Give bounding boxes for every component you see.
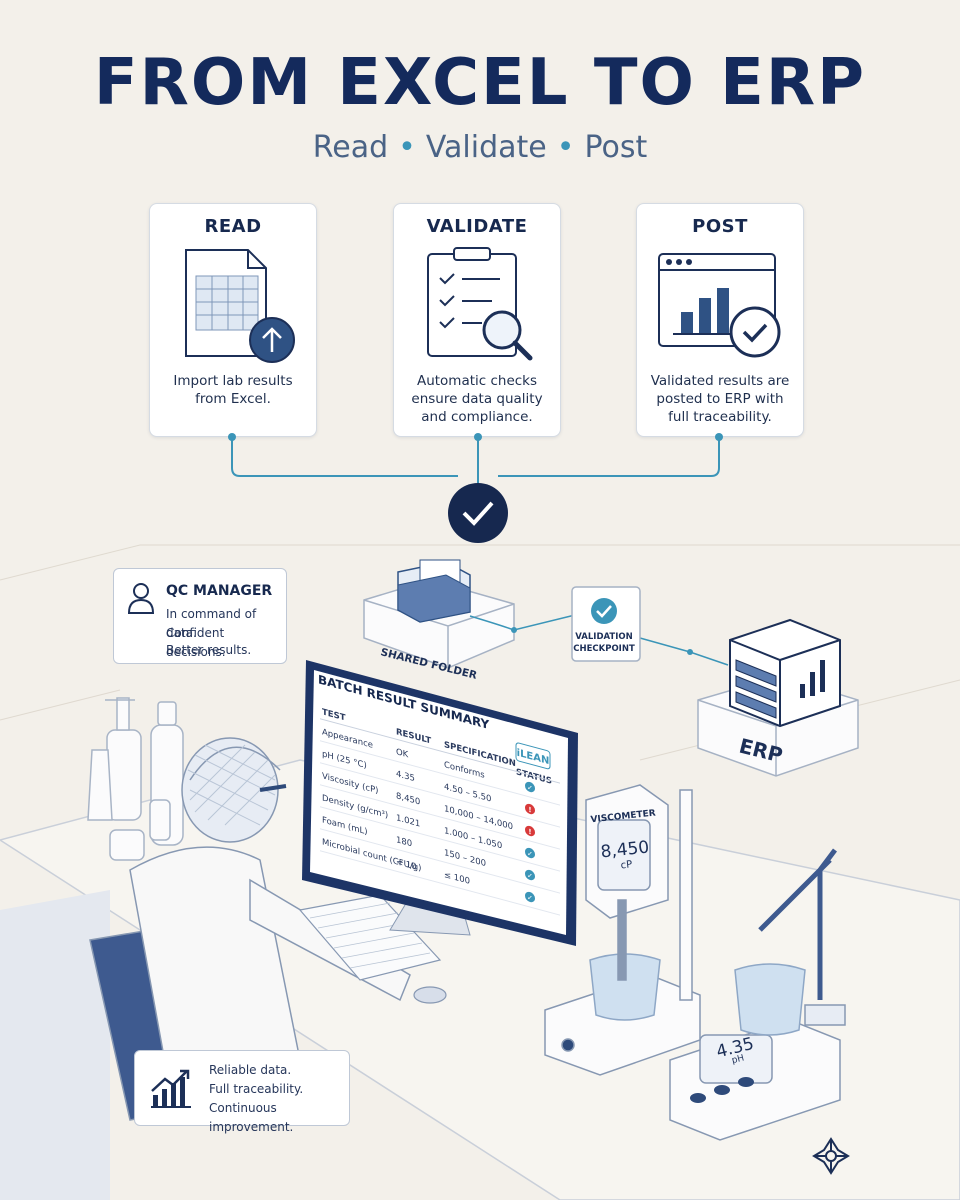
card-validate: VALIDATE Automatic checks ensure data qu… <box>393 203 561 437</box>
row-divider <box>320 850 560 916</box>
company-logo-icon <box>812 1137 850 1175</box>
cell-result: OK <box>396 747 409 760</box>
page-subtitle: Read • Validate • Post <box>0 130 960 165</box>
subtitle-step-read: Read <box>312 130 389 165</box>
data-flow-illustration: SHARED FOLDER VALIDATION CHECKPOINT ERP <box>363 559 859 777</box>
status-symbol: ✓ <box>527 848 533 858</box>
card-post-description: Validated results are posted to ERP with… <box>650 373 790 425</box>
qc-manager-panel: QC MANAGER In command of data. Confident… <box>113 568 287 664</box>
spreadsheet-upload-icon <box>185 249 295 363</box>
checklist-magnifier-icon <box>427 247 533 361</box>
subtitle-separator: • <box>556 130 575 165</box>
card-read: READ Import lab results from Excel. <box>149 203 317 437</box>
cell-result: 180 <box>396 835 412 849</box>
status-ok-icon <box>525 847 535 859</box>
qc-manager-title: QC MANAGER <box>166 583 273 599</box>
page-title: FROM EXCEL TO ERP <box>93 46 867 120</box>
row-divider <box>320 762 560 828</box>
validation-check-icon <box>448 483 508 543</box>
row-divider <box>320 784 560 850</box>
status-symbol: ! <box>528 805 531 815</box>
status-ok-icon <box>525 891 535 903</box>
row-divider <box>320 740 560 806</box>
subtitle-step-validate: Validate <box>425 130 547 165</box>
status-symbol: ✓ <box>527 870 533 880</box>
card-validate-description: Automatic checks ensure data quality and… <box>411 373 543 425</box>
row-divider <box>320 828 560 894</box>
subtitle-step-post: Post <box>584 130 648 165</box>
status-warning-icon <box>525 825 535 837</box>
card-read-description: Import lab results from Excel. <box>173 373 293 407</box>
status-ok-icon <box>525 781 535 793</box>
status-symbol: ! <box>528 827 531 837</box>
batch-summary-monitor: BATCH RESULT SUMMARY iLEAN TEST RESULT S… <box>302 660 578 946</box>
benefit-line: Continuous improvement. <box>209 1101 294 1134</box>
dashboard-check-icon <box>658 253 781 358</box>
status-symbol: ✓ <box>527 782 533 792</box>
card-validate-heading: VALIDATE <box>426 216 528 237</box>
trend-chart-icon <box>151 1069 191 1108</box>
viscometer-display: VISCOMETER 8,450 cP <box>590 809 658 874</box>
checkpoint-label: VALIDATION <box>575 632 632 642</box>
card-post-heading: POST <box>692 216 748 237</box>
benefits-panel: Reliable data. Full traceability. Contin… <box>134 1050 350 1134</box>
status-warning-icon <box>525 803 535 815</box>
row-divider <box>320 806 560 872</box>
card-post: POST Validated results are posted to ERP… <box>636 203 804 437</box>
checkpoint-label: CHECKPOINT <box>573 644 635 654</box>
qc-manager-line: Better results. <box>166 643 252 657</box>
card-read-heading: READ <box>204 216 262 237</box>
subtitle-separator: • <box>398 130 416 165</box>
benefit-line: Reliable data. <box>209 1063 292 1077</box>
status-ok-icon <box>525 869 535 881</box>
flow-connectors <box>228 433 723 543</box>
qc-manager-line: In command of data. <box>166 607 257 640</box>
qc-manager-line: Confident decisions. <box>166 626 226 659</box>
user-icon <box>127 583 155 614</box>
benefit-line: Full traceability. <box>209 1082 304 1096</box>
status-symbol: ✓ <box>527 892 533 902</box>
